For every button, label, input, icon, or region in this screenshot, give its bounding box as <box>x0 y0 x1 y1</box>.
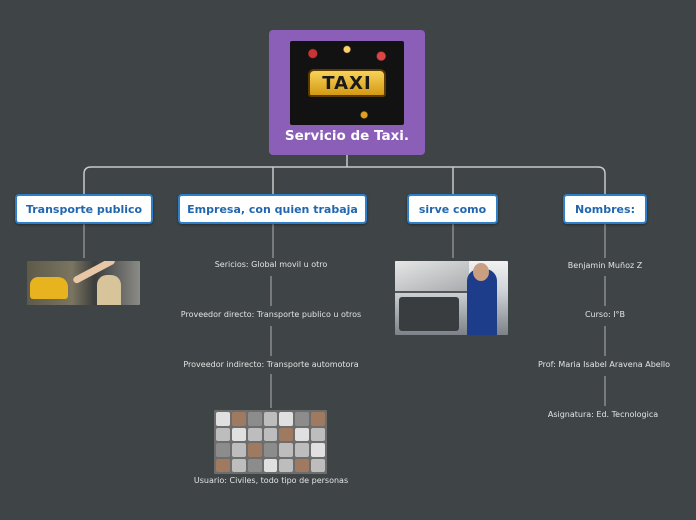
root-node[interactable]: TAXI Servicio de Taxi. <box>269 30 425 155</box>
empresa-item-proveedor-directo: Proveedor directo: Transporte publico u … <box>180 310 362 319</box>
hailing-taxi-image <box>27 261 140 305</box>
mechanic-image <box>395 261 508 335</box>
taxi-sign-image: TAXI <box>290 41 404 125</box>
node-empresa[interactable]: Empresa, con quien trabaja <box>178 194 367 224</box>
empresa-item-servicios: Sericios: Global movil u otro <box>214 260 328 269</box>
empresa-item-usuario: Usuario: Civiles, todo tipo de personas <box>193 476 349 485</box>
faces-collage-image <box>214 410 327 474</box>
taxi-sign-text: TAXI <box>308 69 386 97</box>
node-sirve-como[interactable]: sirve como <box>407 194 498 224</box>
nombres-item-asignatura: Asignatura: Ed. Tecnologica <box>547 410 659 419</box>
empresa-item-proveedor-indirecto: Proveedor indirecto: Transporte automoto… <box>183 360 359 369</box>
nombres-item-profesora: Prof: Maria Isabel Aravena Abello <box>537 360 671 369</box>
node-nombres[interactable]: Nombres: <box>563 194 647 224</box>
root-title: Servicio de Taxi. <box>284 128 410 144</box>
node-transporte-publico[interactable]: Transporte publico <box>15 194 153 224</box>
nombres-item-alumno: Benjamin Muñoz Z <box>567 261 643 270</box>
nombres-item-curso: Curso: I°B <box>584 310 626 319</box>
